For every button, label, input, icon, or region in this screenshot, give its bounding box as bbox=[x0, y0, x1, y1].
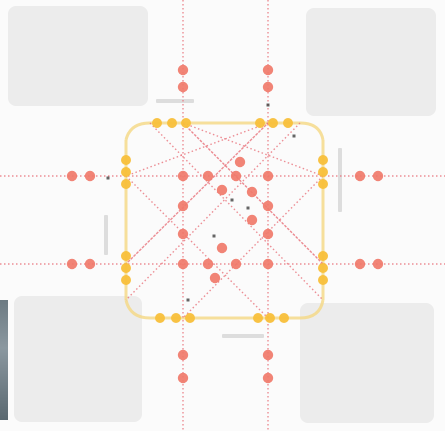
signal-node bbox=[181, 118, 191, 128]
agent-node bbox=[247, 215, 257, 225]
agent-node bbox=[263, 229, 273, 239]
signal-node bbox=[318, 275, 328, 285]
agent-node bbox=[263, 350, 273, 360]
agent-node bbox=[178, 82, 188, 92]
agent-node bbox=[373, 259, 383, 269]
agent-node bbox=[178, 373, 188, 383]
vehicle-marker bbox=[267, 104, 270, 107]
vehicle-marker bbox=[293, 135, 296, 138]
vehicle-marker bbox=[107, 177, 110, 180]
agent-node bbox=[231, 171, 241, 181]
vehicle-marker bbox=[213, 235, 216, 238]
signal-node bbox=[121, 179, 131, 189]
agent-node bbox=[178, 65, 188, 75]
vehicle-marker bbox=[247, 207, 250, 210]
signal-node bbox=[121, 263, 131, 273]
signal-node bbox=[121, 155, 131, 165]
signal-node bbox=[283, 118, 293, 128]
agent-node bbox=[231, 259, 241, 269]
agent-node bbox=[247, 187, 257, 197]
agent-node bbox=[178, 171, 188, 181]
vehicle-marker bbox=[187, 299, 190, 302]
trajectory-line bbox=[126, 123, 268, 176]
signal-node bbox=[155, 313, 165, 323]
agent-node bbox=[178, 201, 188, 211]
signal-node bbox=[255, 118, 265, 128]
trajectory-line bbox=[183, 176, 323, 318]
crosswalk-corner-ne bbox=[300, 123, 323, 140]
signal-node bbox=[121, 275, 131, 285]
vehicle-marker bbox=[231, 199, 234, 202]
signal-node bbox=[318, 251, 328, 261]
agent-node bbox=[85, 259, 95, 269]
agent-node bbox=[178, 259, 188, 269]
agent-node bbox=[263, 373, 273, 383]
signal-node bbox=[121, 167, 131, 177]
crosswalk-corner-nw bbox=[126, 123, 150, 140]
signal-node bbox=[279, 313, 289, 323]
crosswalk-corner-sw bbox=[126, 300, 150, 318]
signal-node bbox=[318, 263, 328, 273]
signal-node bbox=[318, 179, 328, 189]
signal-node bbox=[121, 251, 131, 261]
signal-node bbox=[265, 313, 275, 323]
agent-node bbox=[355, 259, 365, 269]
trajectory-line bbox=[126, 123, 268, 264]
agent-node bbox=[373, 171, 383, 181]
agent-node bbox=[67, 259, 77, 269]
signal-node bbox=[171, 313, 181, 323]
agent-node bbox=[263, 201, 273, 211]
agent-node bbox=[263, 171, 273, 181]
trajectory-line bbox=[183, 123, 323, 176]
agent-node bbox=[263, 259, 273, 269]
agent-node bbox=[263, 65, 273, 75]
signal-node bbox=[268, 118, 278, 128]
signal-node bbox=[152, 118, 162, 128]
signal-node bbox=[253, 313, 263, 323]
signal-node bbox=[167, 118, 177, 128]
agent-node bbox=[210, 273, 220, 283]
agent-node bbox=[67, 171, 77, 181]
agent-node bbox=[178, 350, 188, 360]
signal-node bbox=[318, 167, 328, 177]
trajectory-line bbox=[126, 176, 268, 318]
agent-node bbox=[355, 171, 365, 181]
agent-node bbox=[203, 259, 213, 269]
crosswalk-corner-se bbox=[300, 300, 323, 318]
signal-node bbox=[185, 313, 195, 323]
agent-node bbox=[235, 157, 245, 167]
agent-node bbox=[85, 171, 95, 181]
agent-node bbox=[217, 185, 227, 195]
agent-node bbox=[263, 82, 273, 92]
agent-node bbox=[217, 243, 227, 253]
agent-node bbox=[203, 171, 213, 181]
agent-node bbox=[178, 229, 188, 239]
signal-node bbox=[318, 155, 328, 165]
trajectory-line bbox=[150, 123, 323, 300]
